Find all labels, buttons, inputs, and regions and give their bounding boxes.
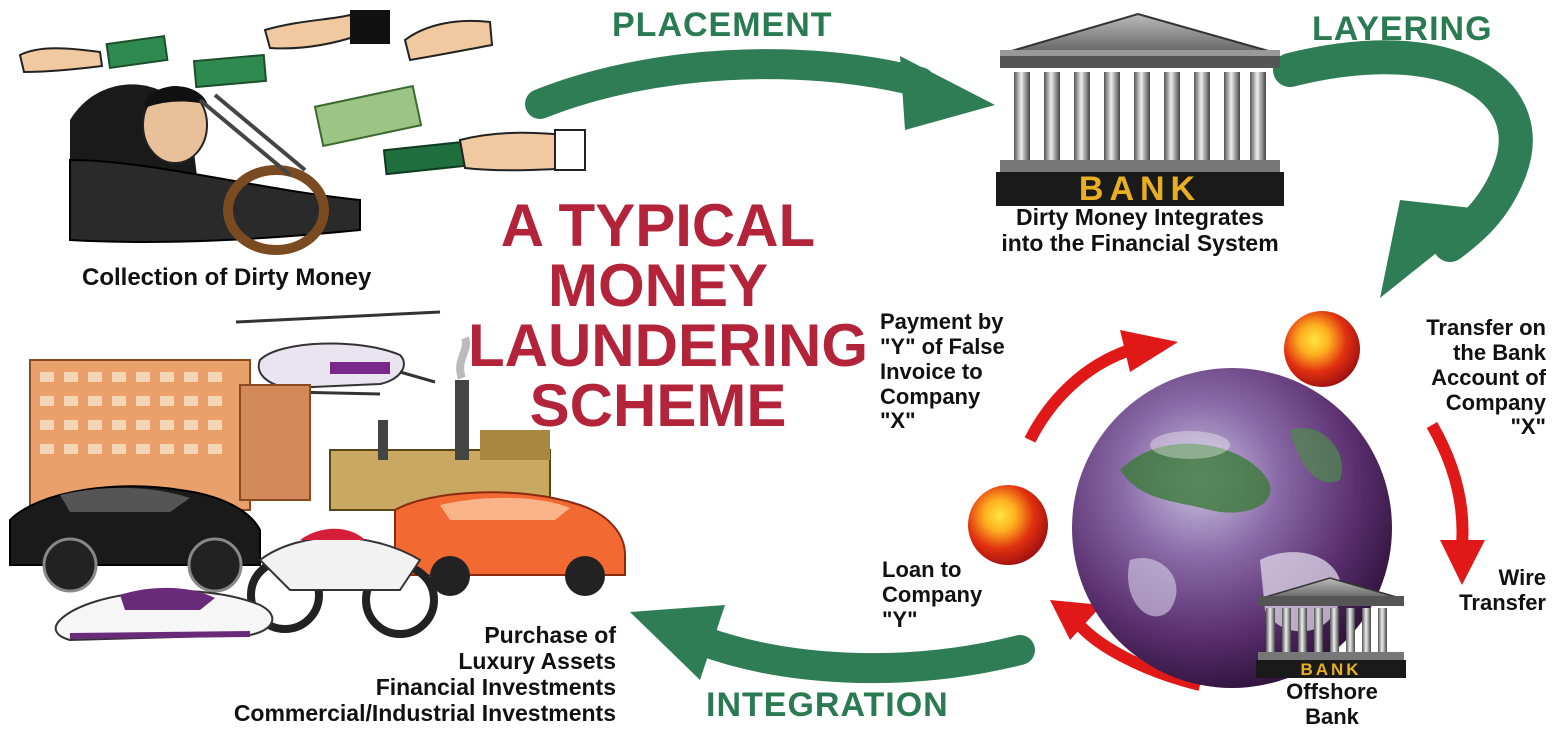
loan-line-3: "Y": [882, 606, 918, 632]
payment-line-4: Company: [880, 383, 981, 409]
bank-sign-text: BANK: [1079, 170, 1201, 208]
placement-arrow: [525, 49, 995, 130]
title-line-4: SCHEME: [529, 372, 787, 439]
integration-arrow: [630, 605, 1035, 684]
integrates-label: Dirty Money Integrates into the Financia…: [920, 204, 1360, 256]
loan-cycle-arrow: [1050, 600, 1202, 691]
wire-line-1: Wire: [1498, 565, 1546, 590]
transfer-line-2: the Bank: [1453, 339, 1546, 365]
offshore-bank-sign-text: BANK: [1300, 660, 1361, 679]
offshore-line-2: Bank: [1305, 703, 1359, 729]
transfer-line-3: Account of: [1431, 364, 1546, 390]
helicopter-icon: [235, 310, 441, 396]
apartment-building-icon: [29, 359, 311, 511]
sports-car-icon: [394, 491, 626, 596]
loan-line-2: Company: [882, 581, 983, 607]
payment-label: Payment by "Y" of False Invoice to Compa…: [880, 309, 1005, 434]
transfer-line-4: Company: [1445, 389, 1546, 415]
payment-cycle-arrow: [1024, 330, 1178, 443]
stage-integration-label: INTEGRATION: [706, 686, 949, 724]
collection-label: Collection of Dirty Money: [82, 264, 372, 291]
title-line-2: MONEY: [547, 252, 769, 319]
payment-line-1: Payment by: [880, 309, 1004, 334]
transfer-label: Transfer on the Bank Account of Company …: [1340, 315, 1546, 440]
offshore-bank-label: Offshore Bank: [1262, 679, 1402, 730]
transfer-line-1: Transfer on: [1426, 315, 1546, 340]
stage-layering-label: LAYERING: [1312, 10, 1493, 48]
wire-line-2: Transfer: [1459, 589, 1546, 615]
black-car-icon: [9, 485, 261, 593]
luxury-assets-illustration: [9, 310, 626, 642]
transfer-line-5: "X": [1510, 414, 1546, 440]
purchase-line-3: Financial Investments: [375, 673, 616, 700]
purchase-line-4: Commercial/Industrial Investments: [233, 699, 616, 726]
money-collection-illustration: [18, 10, 586, 255]
purchase-line-2: Luxury Assets: [458, 647, 616, 674]
bank-sign: [996, 172, 1284, 206]
transfer-cycle-arrow: [1426, 422, 1485, 585]
stage-placement-label: PLACEMENT: [612, 6, 833, 44]
offshore-line-1: Offshore: [1286, 679, 1378, 704]
layering-arrow: [1273, 40, 1533, 298]
motorcycle-icon: [247, 528, 438, 638]
integrates-line-1: Dirty Money Integrates: [1016, 204, 1264, 230]
integrates-line-2: into the Financial System: [1001, 229, 1279, 256]
payment-line-5: "X": [880, 408, 916, 434]
purchase-label: Purchase of Luxury Assets Financial Inve…: [60, 622, 616, 726]
payment-line-2: "Y" of False: [880, 333, 1005, 359]
loan-ball-icon: [968, 485, 1048, 565]
title-line-3: LAUNDERING: [468, 312, 868, 379]
loan-line-1: Loan to: [882, 557, 962, 582]
jet-ski-icon: [54, 587, 274, 642]
title-line-1: A TYPICAL: [500, 192, 816, 259]
bank-building-icon: [996, 12, 1284, 206]
purchase-line-1: Purchase of: [484, 622, 616, 648]
transfer-ball-icon: [1284, 311, 1360, 387]
wire-transfer-label: Wire Transfer: [1400, 565, 1546, 616]
offshore-bank-icon: [1256, 577, 1406, 678]
loan-label: Loan to Company "Y": [882, 557, 983, 633]
diagram-title: A TYPICAL MONEY LAUNDERING SCHEME: [468, 192, 868, 439]
payment-line-3: Invoice to: [880, 358, 983, 384]
